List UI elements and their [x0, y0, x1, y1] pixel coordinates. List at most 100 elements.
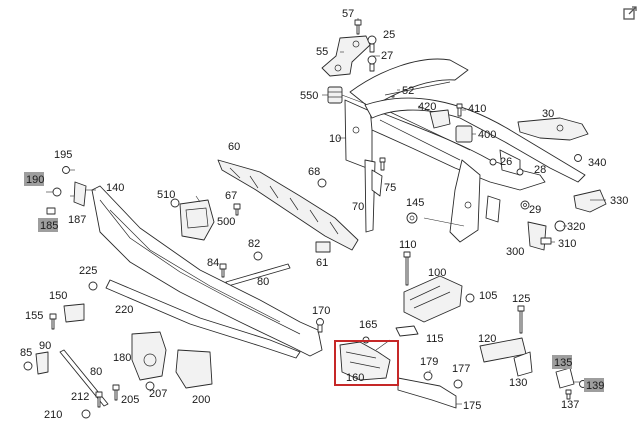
part-125-bolt	[517, 305, 525, 334]
part-190-nut	[52, 187, 62, 197]
callout-340[interactable]: 340	[588, 157, 606, 169]
callout-160[interactable]: 160	[346, 372, 364, 384]
callout-57[interactable]: 57	[342, 8, 354, 20]
part-57-screw	[354, 19, 362, 35]
callout-30[interactable]: 30	[542, 108, 554, 120]
callout-28[interactable]: 28	[534, 164, 546, 176]
part-150-bracket	[63, 303, 85, 323]
part-drawings	[23, 19, 607, 419]
callout-29[interactable]: 29	[529, 204, 541, 216]
callout-225[interactable]: 225	[79, 265, 97, 277]
callout-110[interactable]: 110	[399, 239, 417, 251]
part-115-clip	[395, 325, 419, 337]
callout-165[interactable]: 165	[359, 319, 377, 331]
callout-140[interactable]: 140	[106, 182, 124, 194]
part-500-bracket	[179, 199, 215, 241]
part-185-clip	[46, 207, 56, 215]
callout-510[interactable]: 510	[157, 189, 175, 201]
callout-80[interactable]: 80	[257, 276, 269, 288]
callout-175[interactable]: 175	[463, 400, 481, 412]
part-205-screw	[112, 384, 120, 401]
callout-210[interactable]: 210	[44, 409, 62, 421]
part-200-bracket	[175, 349, 213, 389]
callout-330[interactable]: 330	[610, 195, 628, 207]
callout-125[interactable]: 125	[512, 293, 530, 305]
callout-52[interactable]: 52	[402, 85, 414, 97]
callout-100[interactable]: 100	[428, 267, 446, 279]
part-137-screw	[565, 389, 572, 400]
callout-190[interactable]: 190	[26, 174, 44, 186]
callout-90[interactable]: 90	[39, 340, 51, 352]
callout-300[interactable]: 300	[506, 246, 524, 258]
callout-220[interactable]: 220	[115, 304, 133, 316]
callout-195[interactable]: 195	[54, 149, 72, 161]
callout-130[interactable]: 130	[509, 377, 527, 389]
callout-82[interactable]: 82	[248, 238, 260, 250]
part-155-screw	[49, 313, 57, 330]
callout-139[interactable]: 139	[586, 380, 604, 392]
callout-187[interactable]: 187	[68, 214, 86, 226]
part-195-screw	[62, 166, 70, 174]
callout-60[interactable]: 60	[228, 141, 240, 153]
callout-26[interactable]: 26	[500, 156, 512, 168]
callout-67[interactable]: 67	[225, 190, 237, 202]
part-26-screw	[489, 158, 497, 166]
callout-410[interactable]: 410	[468, 103, 486, 115]
callout-150[interactable]: 150	[49, 290, 67, 302]
part-510-screw	[170, 198, 180, 208]
callout-70[interactable]: 70	[352, 201, 364, 213]
callout-200[interactable]: 200	[192, 394, 210, 406]
callout-68[interactable]: 68	[308, 166, 320, 178]
callout-80b[interactable]: 80	[90, 366, 102, 378]
callout-420[interactable]: 420	[418, 101, 436, 113]
callout-box-185	[38, 218, 58, 232]
callout-145[interactable]: 145	[406, 197, 424, 209]
callout-10[interactable]: 10	[329, 133, 341, 145]
callout-27[interactable]: 27	[381, 50, 393, 62]
callout-212[interactable]: 212	[71, 391, 89, 403]
part-220-strip	[105, 279, 301, 359]
part-27-screw	[367, 55, 377, 72]
callout-135[interactable]: 135	[554, 357, 572, 369]
callout-25[interactable]: 25	[383, 29, 395, 41]
callout-180[interactable]: 180	[113, 352, 131, 364]
callout-105[interactable]: 105	[479, 290, 497, 302]
callout-61[interactable]: 61	[316, 257, 328, 269]
part-85-screw	[23, 361, 33, 371]
callout-115[interactable]: 115	[426, 333, 444, 345]
callout-500[interactable]: 500	[217, 216, 235, 228]
callout-310[interactable]: 310	[558, 238, 576, 250]
external-edit-icon[interactable]	[622, 5, 638, 21]
callout-207[interactable]: 207	[149, 388, 167, 400]
callout-179[interactable]: 179	[420, 356, 438, 368]
part-25-screw	[367, 35, 377, 53]
part-179-washer	[423, 371, 433, 381]
callout-185[interactable]: 185	[40, 220, 58, 232]
callout-84[interactable]: 84	[207, 257, 219, 269]
part-61-clip	[315, 241, 331, 253]
part-400-sensor	[455, 125, 473, 143]
callout-box-139	[584, 378, 604, 392]
part-29-washer	[520, 200, 530, 210]
callout-205[interactable]: 205	[121, 394, 139, 406]
part-100-crash-box	[403, 275, 463, 323]
part-225-screw	[88, 281, 98, 291]
part-140-bumper-beam	[91, 185, 323, 357]
callout-55[interactable]: 55	[316, 46, 328, 58]
callout-155[interactable]: 155	[25, 310, 43, 322]
callout-400[interactable]: 400	[478, 129, 496, 141]
callout-120[interactable]: 120	[478, 333, 496, 345]
callout-137[interactable]: 137	[561, 399, 579, 411]
part-130-bracket	[513, 351, 533, 377]
part-30-latch	[517, 117, 589, 141]
callout-177[interactable]: 177	[452, 363, 470, 375]
callout-170[interactable]: 170	[312, 305, 330, 317]
callout-85[interactable]: 85	[20, 347, 32, 359]
part-410-screw	[456, 103, 463, 117]
callout-75[interactable]: 75	[384, 182, 396, 194]
callout-320[interactable]: 320	[567, 221, 585, 233]
part-60-deflector	[217, 159, 359, 251]
callout-550[interactable]: 550	[300, 90, 318, 102]
part-105-nut	[465, 293, 475, 303]
